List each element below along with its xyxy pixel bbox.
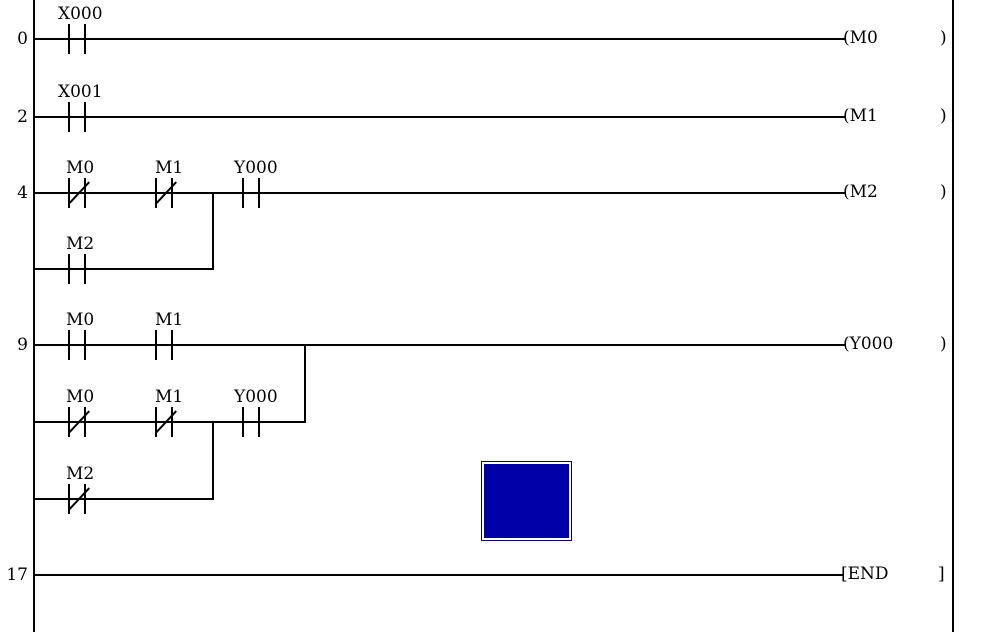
contact-label-m1-rung4: M1 bbox=[155, 158, 184, 178]
selection-cursor[interactable] bbox=[481, 461, 572, 541]
contact-label-m0-rung4: M0 bbox=[66, 158, 95, 178]
step-number-rung-4: 4 bbox=[17, 183, 28, 203]
selection-cursor-fill bbox=[484, 464, 569, 538]
rung-9-row3-wire bbox=[33, 498, 214, 500]
contact-slash bbox=[68, 181, 90, 205]
contact-bar-left bbox=[68, 178, 70, 208]
coil-m0[interactable]: (M0 bbox=[843, 28, 878, 48]
contact-m1-no-rung9[interactable] bbox=[153, 330, 177, 360]
contact-label-m1-rung9-row2: M1 bbox=[155, 387, 184, 407]
contact-label-m1-rung9-row1: M1 bbox=[155, 310, 184, 330]
contact-bar-right bbox=[84, 102, 86, 132]
contact-label-m2-rung9-row3: M2 bbox=[66, 464, 95, 484]
coil-m1-close-paren: ) bbox=[940, 106, 947, 126]
contact-m2-no-rung4[interactable] bbox=[66, 254, 90, 284]
contact-bar-right bbox=[84, 330, 86, 360]
contact-bar-right bbox=[258, 407, 260, 437]
contact-m1-nc-rung4[interactable] bbox=[153, 178, 177, 208]
step-number-rung-9: 9 bbox=[17, 335, 28, 355]
contact-label-m0-rung9-row2: M0 bbox=[66, 387, 95, 407]
contact-bar-right bbox=[84, 407, 86, 437]
contact-bar-right bbox=[84, 254, 86, 284]
left-power-rail bbox=[33, 0, 35, 632]
contact-bar-right bbox=[171, 407, 173, 437]
contact-m1-nc-rung9[interactable] bbox=[153, 407, 177, 437]
contact-slash bbox=[155, 410, 177, 434]
step-number-rung-0: 0 bbox=[17, 29, 28, 49]
contact-bar-right bbox=[171, 178, 173, 208]
contact-y000-no-rung4[interactable] bbox=[240, 178, 264, 208]
rung-4-branch-join bbox=[212, 192, 214, 270]
contact-slash bbox=[68, 487, 90, 511]
contact-bar-left bbox=[68, 24, 70, 54]
coil-m1[interactable]: (M1 bbox=[843, 106, 878, 126]
contact-y000-no-rung9[interactable] bbox=[240, 407, 264, 437]
rung-17-wire bbox=[33, 574, 843, 576]
contact-bar-right bbox=[84, 24, 86, 54]
coil-y000-close-paren: ) bbox=[940, 334, 947, 354]
contact-label-m0-rung9-row1: M0 bbox=[66, 310, 95, 330]
rung-9-row2-wire bbox=[33, 421, 305, 423]
contact-label-y000-rung4: Y000 bbox=[234, 158, 278, 178]
contact-m0-no-rung9[interactable] bbox=[66, 330, 90, 360]
rung-9-main-wire bbox=[33, 344, 845, 346]
contact-bar-left bbox=[155, 178, 157, 208]
contact-slash bbox=[68, 410, 90, 434]
contact-x000-no[interactable] bbox=[66, 24, 90, 54]
right-power-rail bbox=[952, 0, 954, 632]
instruction-end[interactable]: [END bbox=[841, 564, 889, 584]
step-number-rung-2: 2 bbox=[17, 107, 28, 127]
contact-label-x000: X000 bbox=[58, 4, 103, 24]
contact-label-x001: X001 bbox=[58, 82, 103, 102]
step-number-rung-17: 17 bbox=[6, 565, 28, 585]
contact-bar-right bbox=[258, 178, 260, 208]
instruction-end-close-bracket: ] bbox=[938, 564, 945, 584]
contact-bar-left bbox=[68, 330, 70, 360]
contact-m0-nc-rung4[interactable] bbox=[66, 178, 90, 208]
rung-4-main-wire bbox=[33, 192, 845, 194]
contact-bar-left bbox=[68, 407, 70, 437]
contact-bar-left bbox=[68, 102, 70, 132]
contact-bar-left bbox=[68, 254, 70, 284]
contact-bar-right bbox=[84, 178, 86, 208]
contact-m0-nc-rung9[interactable] bbox=[66, 407, 90, 437]
contact-slash bbox=[155, 181, 177, 205]
coil-m2[interactable]: (M2 bbox=[843, 182, 878, 202]
contact-bar-left bbox=[155, 330, 157, 360]
contact-x001-no[interactable] bbox=[66, 102, 90, 132]
contact-label-y000-rung9-row2: Y000 bbox=[234, 387, 278, 407]
contact-label-m2-rung4: M2 bbox=[66, 234, 95, 254]
rung-4-branch-wire bbox=[33, 268, 214, 270]
coil-m2-close-paren: ) bbox=[940, 182, 947, 202]
rung-9-row2-wire-right bbox=[240, 421, 306, 423]
rung-2-wire bbox=[33, 116, 845, 118]
rung-0-wire bbox=[33, 38, 845, 40]
contact-bar-left bbox=[242, 178, 244, 208]
coil-m0-close-paren: ) bbox=[940, 28, 947, 48]
contact-bar-left bbox=[155, 407, 157, 437]
contact-bar-right bbox=[171, 330, 173, 360]
contact-bar-right bbox=[84, 484, 86, 514]
coil-y000[interactable]: (Y000 bbox=[843, 334, 894, 354]
contact-bar-left bbox=[242, 407, 244, 437]
contact-bar-left bbox=[68, 484, 70, 514]
rung-9-row3-join bbox=[212, 421, 214, 500]
contact-m2-nc-rung9[interactable] bbox=[66, 484, 90, 514]
rung-9-row2-join bbox=[304, 344, 306, 423]
